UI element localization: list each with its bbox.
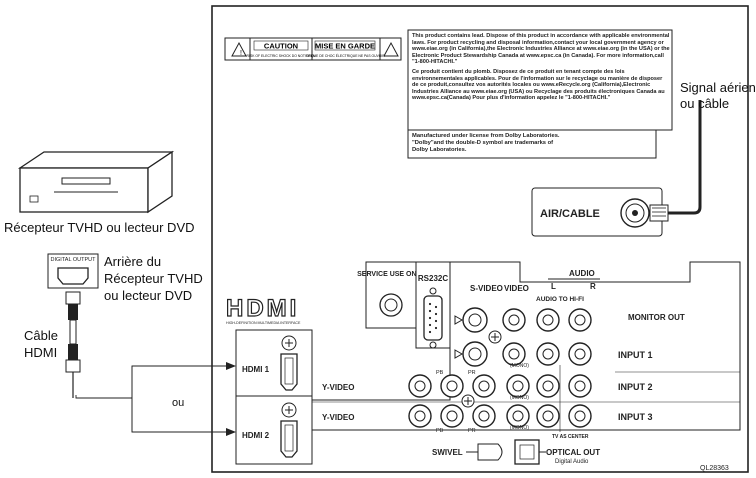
swivel-connector — [477, 443, 503, 461]
cable-label-line1: Câble — [24, 328, 58, 343]
cable-label-line2: HDMI — [24, 345, 58, 360]
rs232c-port[interactable] — [423, 295, 443, 341]
input3-label: INPUT 3 — [618, 412, 653, 422]
dolby-notice-box — [407, 129, 657, 159]
coax-plug — [649, 204, 669, 222]
svg-text:(MONO): (MONO) — [510, 363, 529, 369]
dvd-receiver-icon — [17, 150, 175, 214]
svg-text:DIGITAL OUTPUT: DIGITAL OUTPUT — [51, 257, 97, 263]
svg-text:RISQUE DE CHOC ÉLECTRIQUE NE P: RISQUE DE CHOC ÉLECTRIQUE NE PAS OUVRIR — [305, 53, 385, 58]
optical-out-port[interactable] — [514, 439, 540, 465]
svg-text:AUDIO TO HI-FI: AUDIO TO HI-FI — [536, 296, 584, 303]
lead-notice-box — [407, 29, 673, 131]
hdmi1-label: HDMI 1 — [242, 365, 270, 374]
svideo-jacks[interactable] — [462, 307, 488, 367]
svg-text:Y-VIDEO: Y-VIDEO — [322, 383, 354, 392]
svg-text:SERVICE USE ONLY: SERVICE USE ONLY — [357, 271, 425, 278]
svg-text:PB: PB — [436, 428, 444, 434]
back-label-line3: ou lecteur DVD — [104, 288, 193, 303]
lead-notice-en: This product contains lead. Dispose of t… — [412, 33, 670, 66]
receiver-label: Récepteur TVHD ou lecteur DVD — [4, 220, 195, 235]
rca-jacks[interactable] — [408, 308, 592, 428]
hdmi2-port[interactable] — [280, 420, 298, 458]
input2-label: INPUT 2 — [618, 382, 653, 392]
svg-text:Y-VIDEO: Y-VIDEO — [322, 413, 354, 422]
signal-label-line1: Signal aérien — [680, 80, 756, 95]
model-code: QL28363 — [700, 465, 729, 472]
hdmi2-label: HDMI 2 — [242, 431, 270, 440]
svg-text:(MONO): (MONO) — [510, 395, 529, 401]
hdmi-panel — [235, 329, 313, 465]
svg-text:HIGH-DEFINITION MULTIMEDIA INT: HIGH-DEFINITION MULTIMEDIA INTERFACE — [226, 321, 301, 325]
back-label-line1: Arrière du — [104, 254, 162, 269]
svg-text:PR: PR — [468, 370, 476, 376]
hdmi-cable — [65, 291, 81, 398]
svg-text:SWIVEL: SWIVEL — [432, 448, 463, 457]
svg-text:TV AS CENTER: TV AS CENTER — [552, 434, 589, 440]
svg-text:Digital Audio: Digital Audio — [555, 459, 589, 465]
hdmi-connection-lines — [75, 365, 226, 433]
hdmi1-port[interactable] — [280, 353, 298, 391]
svg-text:(MONO): (MONO) — [510, 425, 529, 431]
hdmi-logo: HDMI — [226, 295, 299, 322]
svg-text:PB: PB — [436, 370, 444, 376]
caution-text: CAUTION — [264, 42, 298, 51]
svg-text:R: R — [590, 282, 596, 291]
caution-label — [224, 37, 402, 61]
signal-label-line2: ou câble — [680, 96, 730, 111]
av-input-panel — [311, 261, 741, 431]
mise-en-garde-text: MISE EN GARDE — [315, 42, 375, 51]
svg-text:VIDEO: VIDEO — [504, 284, 529, 293]
svg-text:MONITOR OUT: MONITOR OUT — [628, 313, 685, 322]
input1-label: INPUT 1 — [618, 350, 653, 360]
svg-text:S-VIDEO: S-VIDEO — [470, 284, 503, 293]
svg-text:OPTICAL OUT: OPTICAL OUT — [546, 448, 600, 457]
svg-text:L: L — [551, 282, 556, 291]
svg-text:RS232C: RS232C — [418, 274, 448, 283]
svg-text:AUDIO: AUDIO — [569, 269, 595, 278]
lead-notice-fr: Ce produit contient du plomb. Disposez d… — [412, 68, 665, 102]
coax-cable — [668, 100, 702, 215]
svg-text:PR: PR — [468, 428, 476, 434]
ou-label: ou — [172, 397, 185, 409]
svg-text:RISK OF ELECTRIC SHOCK DO NOT: RISK OF ELECTRIC SHOCK DO NOT OPEN — [247, 54, 316, 58]
back-label-line2: Récepteur TVHD — [104, 271, 203, 286]
air-cable-label: AIR/CABLE — [540, 208, 600, 220]
service-panel — [365, 261, 417, 329]
dolby-notice: Manufactured under license from Dolby La… — [412, 133, 560, 153]
svg-text:!: ! — [240, 50, 242, 57]
